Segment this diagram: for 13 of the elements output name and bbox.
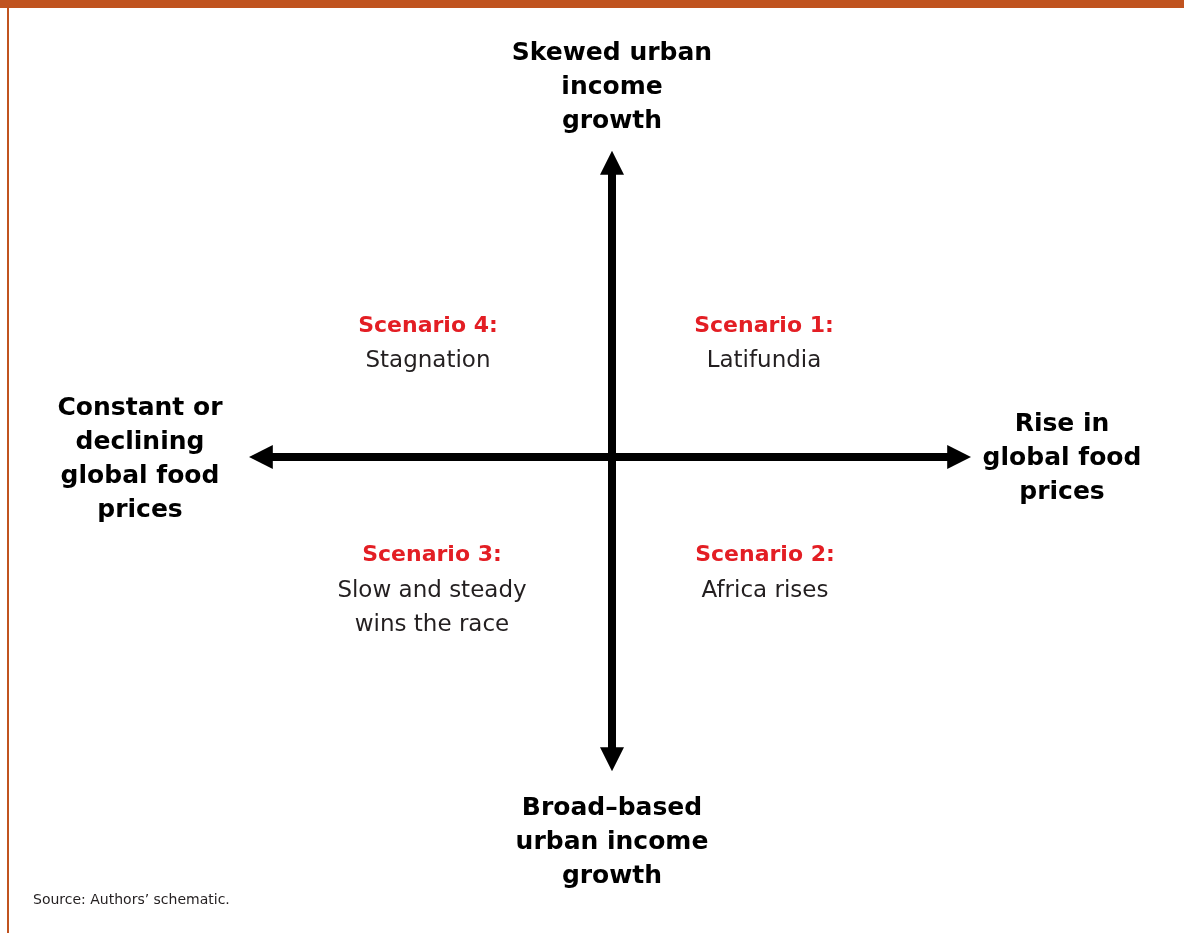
- scenario-heading: Scenario 2:: [694, 540, 836, 568]
- axis-title: Constant or declining global food prices: [56, 391, 224, 525]
- scenario-name: Slow and steady wins the race: [336, 575, 528, 638]
- scenario-name: Stagnation: [364, 345, 492, 374]
- axis-title: Rise in global food prices: [981, 407, 1143, 507]
- scenario-heading: Scenario 4:: [357, 311, 499, 339]
- scenario-name: Latifundia: [705, 345, 823, 374]
- scenario-heading: Scenario 3:: [361, 540, 503, 568]
- axis-title: Skewed urban income growth: [510, 36, 714, 136]
- source-note: Source: Authors’ schematic.: [33, 891, 230, 907]
- scenario-heading: Scenario 1:: [693, 311, 835, 339]
- axis-title: Broad–based urban income growth: [514, 791, 710, 891]
- scenario-name: Africa rises: [700, 575, 830, 604]
